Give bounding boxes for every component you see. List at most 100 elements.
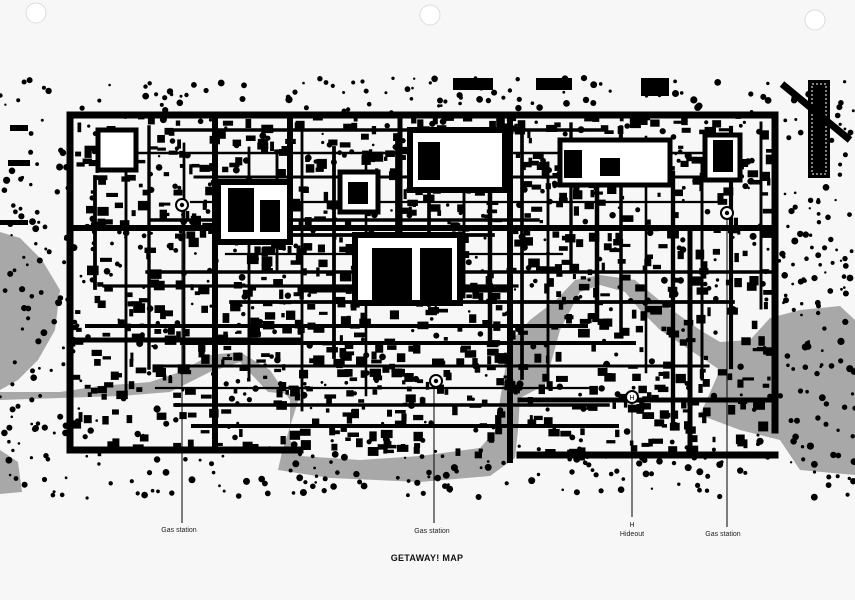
building-block: [554, 122, 561, 128]
tree-speck: [41, 85, 46, 90]
building-block: [91, 349, 102, 356]
hideout-symbol: H: [625, 390, 639, 404]
building-block: [621, 243, 631, 247]
building-block: [129, 358, 134, 367]
tree-speck: [642, 470, 650, 478]
tree-speck: [37, 220, 41, 224]
building-block: [572, 405, 583, 410]
building-block: [682, 409, 690, 413]
tree-speck: [35, 162, 39, 167]
tree-speck: [420, 490, 426, 496]
tree-speck: [331, 451, 339, 458]
building-block: [384, 156, 388, 161]
tree-speck: [40, 329, 48, 337]
building-block: [116, 373, 122, 378]
tree-speck: [837, 172, 843, 177]
building-block: [673, 410, 679, 419]
building-block: [245, 135, 256, 141]
tree-speck: [82, 434, 88, 440]
building-block: [205, 186, 214, 196]
tree-speck: [617, 486, 625, 494]
tree-speck: [38, 366, 41, 370]
tree-speck: [153, 405, 161, 413]
building-block: [437, 210, 442, 216]
tree-speck: [458, 101, 462, 106]
tree-speck: [479, 466, 483, 470]
building-block: [413, 431, 423, 442]
building-block: [429, 204, 441, 212]
tree-speck: [631, 385, 636, 390]
building-block: [578, 328, 590, 338]
tree-speck: [353, 470, 360, 478]
tree-speck: [292, 89, 298, 95]
building-block: [487, 356, 492, 365]
tree-speck: [429, 317, 434, 321]
tree-speck: [824, 271, 827, 274]
building-block: [502, 312, 506, 317]
tree-speck: [54, 189, 60, 195]
building-block: [257, 142, 269, 150]
building-block: [662, 303, 673, 308]
building-block: [558, 246, 568, 251]
tree-speck: [800, 445, 805, 449]
building-block: [674, 189, 683, 197]
building-block: [138, 298, 150, 303]
tree-speck: [443, 99, 448, 104]
building-block: [136, 387, 143, 392]
building-block: [561, 259, 572, 265]
building-block: [250, 317, 260, 325]
tree-speck: [690, 96, 698, 104]
tree-speck: [31, 426, 38, 432]
tree-speck: [850, 392, 855, 396]
tree-speck: [221, 454, 225, 458]
building-block: [417, 119, 424, 129]
tree-speck: [205, 209, 211, 214]
building-block: [677, 251, 684, 260]
building-block: [763, 302, 768, 310]
building-block: [758, 336, 765, 346]
tree-speck: [810, 245, 814, 250]
tree-speck: [815, 199, 821, 205]
building-block: [474, 451, 482, 459]
building-block: [604, 130, 614, 134]
building-block: [289, 430, 301, 440]
tree-speck: [578, 295, 583, 299]
building-block: [84, 149, 92, 158]
tree-speck: [59, 492, 65, 498]
tree-speck: [183, 457, 188, 462]
tree-speck: [530, 343, 537, 350]
building-block: [497, 411, 506, 418]
building-block: [90, 387, 98, 394]
tree-speck: [582, 96, 590, 104]
building-block: [230, 301, 241, 312]
tree-speck: [834, 198, 837, 202]
building-block: [223, 345, 232, 351]
building-block: [650, 306, 662, 315]
building-block: [702, 269, 707, 279]
building-block: [164, 127, 174, 135]
building-block: [437, 384, 444, 394]
tree-speck: [437, 104, 441, 108]
building-block: [345, 244, 356, 254]
tree-speck: [827, 288, 834, 294]
tree-speck: [830, 451, 837, 459]
tree-speck: [141, 491, 148, 499]
tree-speck: [190, 302, 194, 306]
tree-speck: [285, 96, 293, 104]
building-block: [612, 402, 616, 409]
building-block: [527, 130, 531, 139]
binder-hole-middle: [419, 4, 441, 26]
building-block: [222, 166, 229, 173]
tree-speck: [413, 77, 416, 80]
building-block: [147, 115, 155, 125]
tree-speck: [808, 233, 813, 237]
tree-speck: [847, 129, 854, 136]
building-block: [576, 239, 584, 248]
building-block: [274, 149, 280, 154]
tree-speck: [850, 368, 855, 375]
building-block: [419, 397, 426, 406]
building-block: [202, 201, 207, 210]
building-block: [478, 292, 484, 303]
building-block: [185, 211, 190, 221]
tree-speck: [232, 166, 240, 174]
